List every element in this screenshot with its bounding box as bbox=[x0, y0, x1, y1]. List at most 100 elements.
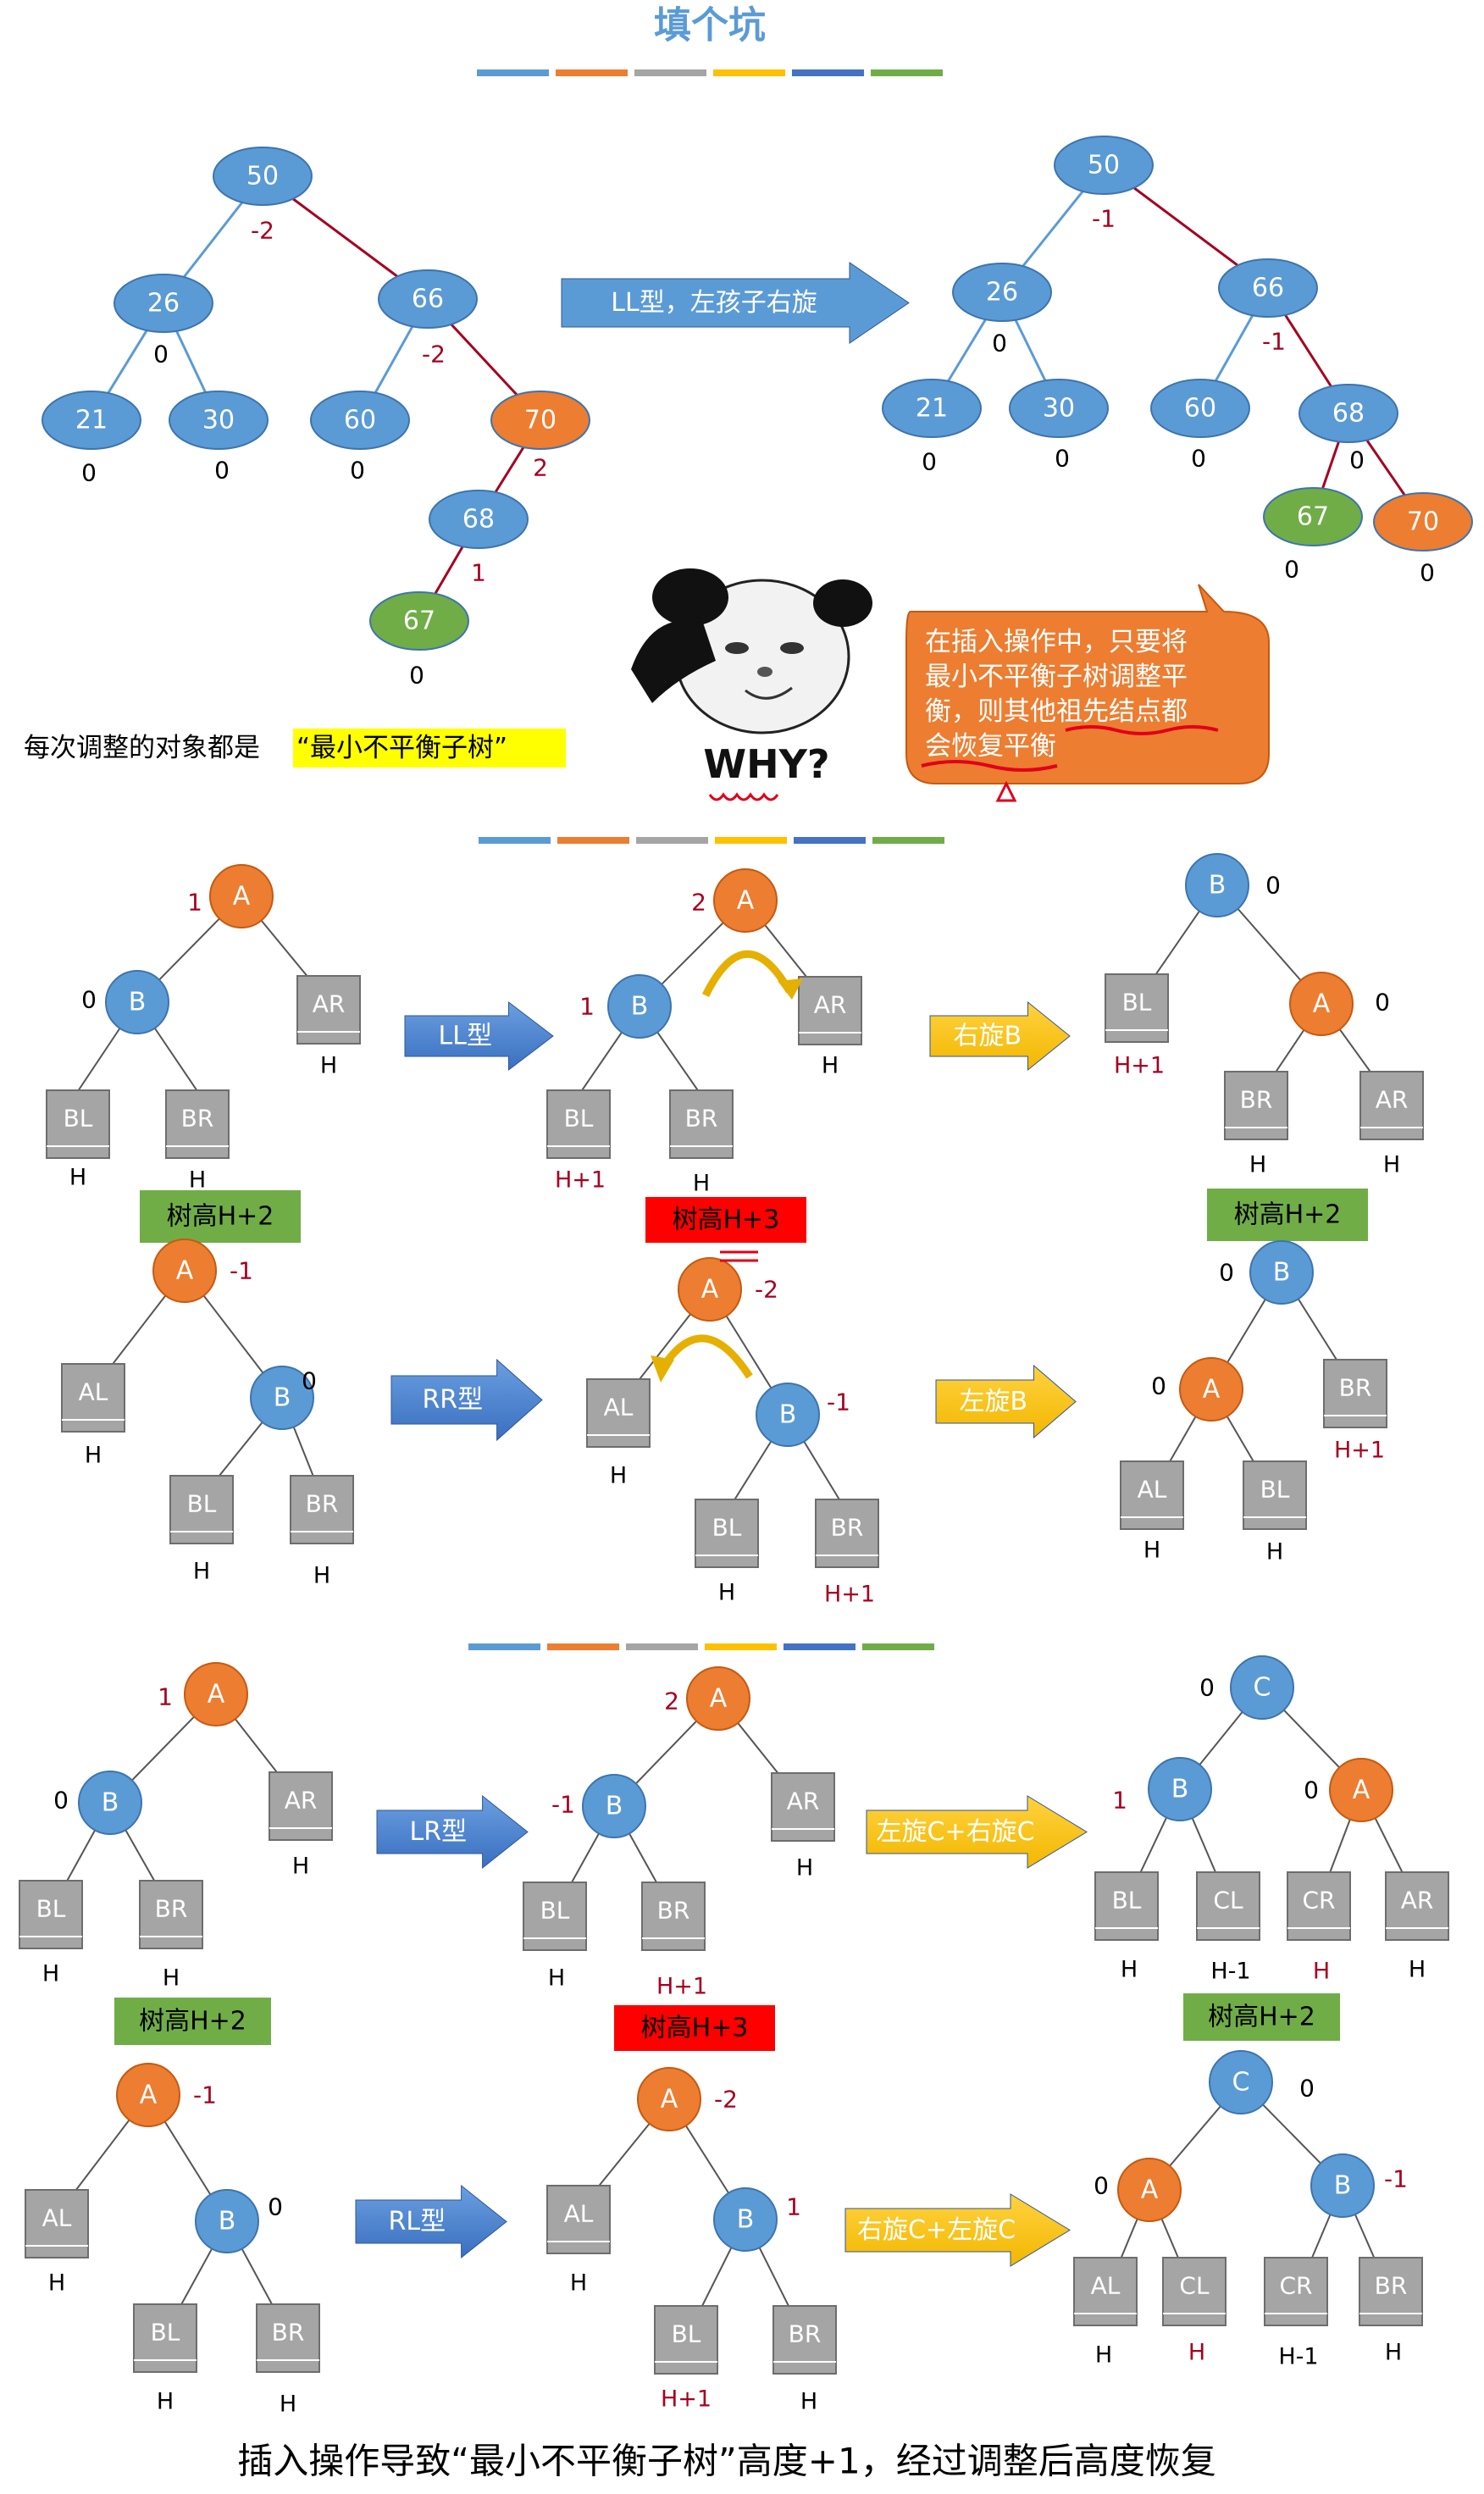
rl-t2-node-A-label: A bbox=[661, 2085, 678, 2114]
lr-t1-bf-A: 1 bbox=[158, 1683, 173, 1711]
rl-t3-bf-B: -1 bbox=[1384, 2165, 1408, 2193]
rl-t2-bf-A: -2 bbox=[714, 2086, 738, 2114]
rl-t3-height: H bbox=[1188, 2340, 1205, 2366]
left_tree-node-50 bbox=[213, 147, 313, 206]
rr-t2-bf-A: -2 bbox=[755, 1276, 778, 1304]
ll-t1-box-BR-label: BR bbox=[181, 1105, 214, 1133]
left_tree-node-26-label: 26 bbox=[147, 289, 180, 319]
left_tree-node-50-label: 50 bbox=[246, 162, 279, 191]
lr-t3-bf-B: 1 bbox=[1112, 1787, 1127, 1815]
height-label-after-text: 树高H+2 bbox=[1208, 2003, 1315, 2032]
right_tree-balance-factor: -1 bbox=[1262, 328, 1286, 356]
left_tree-balance-factor: 2 bbox=[533, 454, 548, 482]
right_tree-node-70-label: 70 bbox=[1407, 507, 1439, 537]
rr-t3-box-BL-label: BL bbox=[1260, 1476, 1290, 1504]
height-label-before bbox=[140, 1190, 301, 1243]
rr-t3-box-AL-label: AL bbox=[1138, 1476, 1167, 1504]
lr-t3-box-CL-label: CL bbox=[1213, 1887, 1243, 1915]
note-highlight-bg bbox=[293, 729, 566, 768]
ll-t2-box-BR-label: BR bbox=[685, 1105, 718, 1133]
ll-t3-box-BL-label: BL bbox=[1122, 989, 1152, 1017]
why-underline bbox=[708, 792, 779, 801]
rl-t3-box-CR-label: CR bbox=[1279, 2272, 1312, 2300]
callout-line: 最小不平衡子树调整平 bbox=[925, 662, 1188, 692]
height-label-before-text: 树高H+2 bbox=[139, 2007, 246, 2037]
rr-t1-node-B bbox=[250, 1366, 314, 1430]
height-label-before bbox=[114, 1998, 271, 2045]
separator-segment bbox=[479, 837, 551, 844]
lr-t2-node-A-label: A bbox=[710, 1684, 728, 1714]
left_tree-balance-factor: -2 bbox=[251, 217, 274, 245]
left_tree-node-70 bbox=[490, 391, 590, 450]
rl-t3-box-BR-label: BR bbox=[1375, 2272, 1408, 2300]
right_tree-node-21-label: 21 bbox=[916, 394, 948, 424]
ll-t3-node-B bbox=[1185, 853, 1249, 917]
lr-t1-height: H bbox=[292, 1854, 309, 1880]
rr-t3-node-B bbox=[1249, 1240, 1314, 1305]
separator-segment bbox=[794, 837, 866, 844]
rl-t2-height: H bbox=[570, 2270, 587, 2297]
rr-t2-box-BL-label: BL bbox=[712, 1514, 742, 1542]
ll-rotate-arrow-label: LL型，左孩子右旋 bbox=[611, 288, 817, 318]
separator-segment bbox=[468, 1643, 540, 1650]
callout-line: 会恢复平衡 bbox=[925, 731, 1056, 762]
right_tree-node-68 bbox=[1298, 384, 1398, 443]
lr-t3-height: H bbox=[1121, 1957, 1138, 1983]
rr-t1-node-A-label: A bbox=[176, 1256, 194, 1286]
separator-segment bbox=[547, 1643, 619, 1650]
rr-t1-node-A bbox=[152, 1239, 217, 1303]
left_tree-node-68 bbox=[429, 490, 529, 549]
height-label-after-text: 树高H+2 bbox=[1234, 1200, 1342, 1230]
callout-bubble bbox=[905, 584, 1270, 784]
left_tree-node-68-label: 68 bbox=[462, 505, 495, 535]
panda-eye bbox=[725, 642, 749, 654]
rl-t2-node-A bbox=[637, 2067, 701, 2131]
rl-t1-box-BL-label: BL bbox=[151, 2319, 180, 2347]
rl-t1-node-B bbox=[195, 2189, 259, 2253]
rr-t3-bf-B: 0 bbox=[1219, 1259, 1234, 1287]
callout-line: 在插入操作中，只要将 bbox=[925, 627, 1188, 657]
rl-t2-node-B-label: B bbox=[737, 2205, 755, 2235]
lr-t1-box-BL-label: BL bbox=[36, 1895, 66, 1923]
ll-t1-height: H bbox=[320, 1053, 337, 1079]
lr-t3-node-C bbox=[1230, 1655, 1294, 1720]
ll-t1-bf-A: 1 bbox=[187, 889, 202, 917]
height-label-before-text: 树高H+2 bbox=[167, 1202, 274, 1232]
ll-t1-box-BL-label: BL bbox=[64, 1105, 93, 1133]
rr-t1-box-BR-label: BR bbox=[306, 1490, 339, 1518]
rr-t2-node-A-label: A bbox=[701, 1275, 719, 1305]
rr-t2-height: H bbox=[718, 1580, 735, 1606]
callout-underline bbox=[1065, 725, 1219, 735]
lr-type-arrow bbox=[376, 1794, 529, 1870]
rl-t3-height: H bbox=[1095, 2342, 1112, 2369]
left_tree-balance-factor: -2 bbox=[422, 341, 446, 369]
separator-segment bbox=[636, 837, 708, 844]
lr-t2-height: H bbox=[796, 1855, 813, 1882]
ll-t1-box-AR-label: AR bbox=[313, 990, 346, 1018]
rl-type-arrow bbox=[355, 2184, 507, 2259]
left_tree-node-21 bbox=[42, 391, 141, 450]
left_tree-balance-factor: 1 bbox=[471, 559, 486, 587]
panda-arm bbox=[631, 620, 716, 703]
height-label-mid-text: 树高H+3 bbox=[641, 2014, 749, 2043]
rr-rotate-arrow bbox=[935, 1364, 1077, 1439]
rr-t1-bf-B: 0 bbox=[302, 1367, 317, 1395]
rr-t2-height: H+1 bbox=[824, 1582, 875, 1608]
height-label-mid-text: 树高H+3 bbox=[673, 1205, 780, 1235]
lr-t1-node-B-label: B bbox=[102, 1788, 119, 1818]
left_tree-node-67 bbox=[369, 591, 469, 651]
separator-segment bbox=[715, 837, 787, 844]
ll-t3-height: H+1 bbox=[1114, 1053, 1165, 1079]
panda-eye bbox=[780, 642, 804, 654]
ll-t3-node-B-label: B bbox=[1209, 871, 1227, 901]
rl-t3-height: H-1 bbox=[1278, 2344, 1318, 2370]
lr-t1-bf-B: 0 bbox=[53, 1787, 69, 1815]
rr-t2-height: H bbox=[610, 1463, 627, 1489]
height-label-after bbox=[1207, 1189, 1368, 1241]
right_tree-node-67 bbox=[1263, 487, 1363, 546]
rr-t3-height: H bbox=[1266, 1539, 1283, 1566]
ll-t3-bf-A: 0 bbox=[1375, 989, 1390, 1017]
why-text: WHY? bbox=[703, 741, 829, 787]
lr-rotate-arrow-label: 左旋C+右旋C bbox=[876, 1817, 1034, 1847]
separator-segment bbox=[872, 837, 944, 844]
